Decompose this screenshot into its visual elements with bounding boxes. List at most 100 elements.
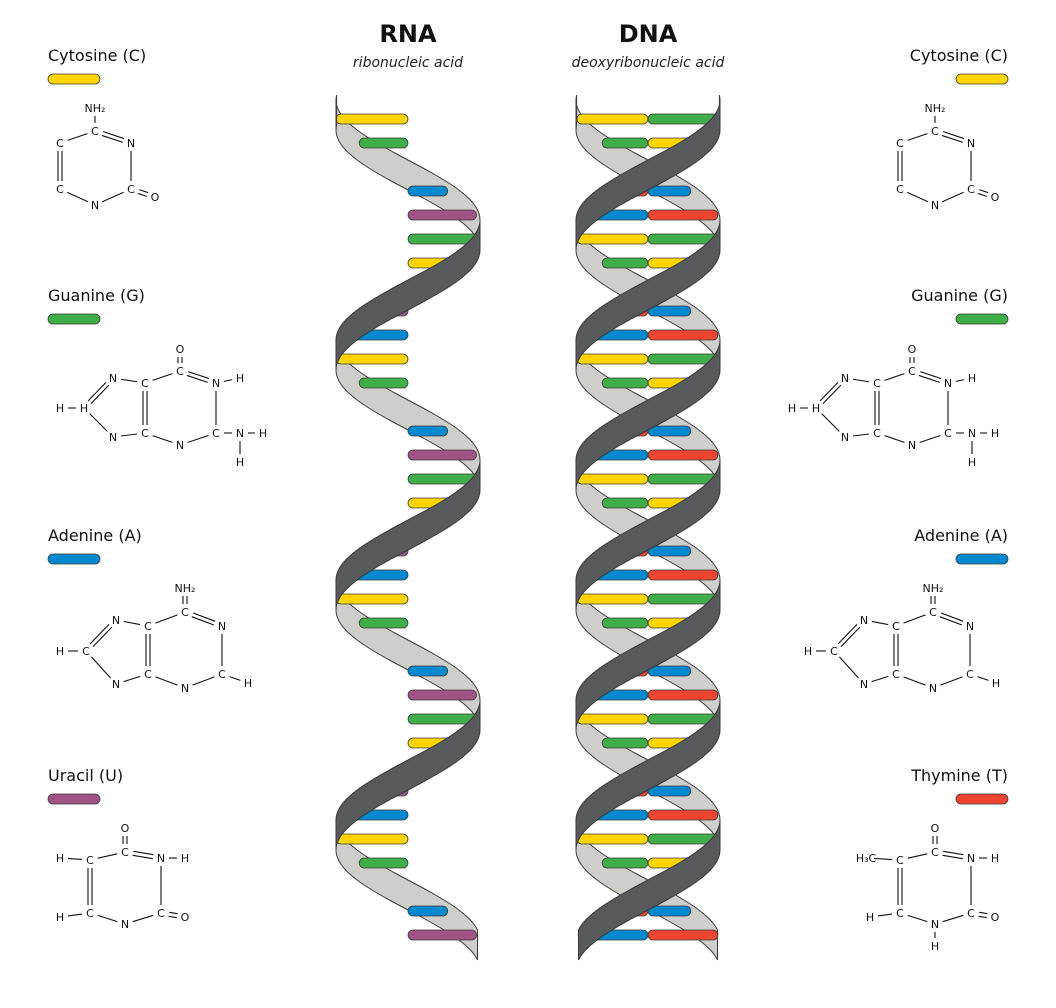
- single-bond: [155, 614, 178, 624]
- double-bond: [978, 915, 987, 919]
- double-bond: [939, 616, 963, 626]
- dna-base-G: [601, 377, 649, 389]
- dna-base-C: [576, 233, 649, 245]
- single-bond: [123, 675, 141, 683]
- rna-base-U: [407, 689, 477, 701]
- double-bond: [137, 192, 147, 197]
- atom-label: C: [896, 183, 904, 196]
- single-bond: [907, 853, 928, 859]
- atom-label: N: [218, 620, 226, 633]
- single-bond: [152, 373, 173, 381]
- atom-label: N: [931, 918, 939, 931]
- dna-base-C: [576, 833, 649, 845]
- dna-base-T: [647, 569, 719, 581]
- single-bond: [821, 413, 840, 432]
- atom-label: C: [929, 606, 937, 619]
- base-name-label: Guanine (G): [48, 286, 145, 305]
- single-bond: [223, 379, 233, 382]
- atom-label: H: [56, 852, 64, 865]
- base-name-label: Adenine (A): [914, 526, 1008, 545]
- base-color-key: [47, 793, 101, 805]
- double-bond: [101, 134, 123, 143]
- atom-label: H: [931, 940, 939, 953]
- atom-label: C: [873, 427, 881, 440]
- single-bond: [884, 373, 905, 381]
- atom-label: H: [244, 677, 252, 690]
- double-bond: [139, 189, 149, 194]
- dna-base-T: [647, 449, 719, 461]
- double-bond: [943, 850, 964, 856]
- double-bond: [943, 131, 965, 140]
- dna-base-C: [576, 713, 649, 725]
- dna-base-A: [647, 305, 692, 317]
- dna-helix: [575, 95, 721, 961]
- base-color-key: [955, 793, 1009, 805]
- atom-label: N: [841, 372, 849, 385]
- atom-label: N: [127, 137, 135, 150]
- dna-base-G: [601, 857, 649, 869]
- rna-base-C: [335, 593, 409, 605]
- atom-label: H: [804, 645, 812, 658]
- single-bond: [942, 914, 964, 923]
- atom-label: C: [86, 907, 94, 920]
- rna-base-U: [407, 929, 477, 941]
- atom-label: H: [56, 645, 64, 658]
- atom-label: H: [968, 456, 976, 469]
- atom-label: N: [966, 620, 974, 633]
- double-bond: [103, 131, 125, 140]
- dna-base-T: [647, 809, 719, 821]
- dna-base-T: [647, 329, 719, 341]
- atom-label: N: [967, 852, 975, 865]
- atom-label: C: [181, 606, 189, 619]
- double-bond: [191, 616, 215, 626]
- single-bond: [907, 133, 928, 141]
- double-bond: [979, 189, 989, 194]
- rna-base-U: [407, 209, 477, 221]
- base-color-key: [47, 313, 101, 325]
- single-bond: [955, 379, 965, 382]
- atom-label: C: [56, 137, 64, 150]
- single-bond: [838, 656, 860, 679]
- atom-label: NH₂: [175, 582, 196, 595]
- single-bond: [940, 676, 963, 686]
- atom-label: C: [157, 907, 165, 920]
- atom-label: C: [56, 183, 64, 196]
- single-bond: [187, 435, 209, 443]
- rna-backbone-front-segment: [335, 95, 338, 131]
- atom-label: H: [236, 372, 244, 385]
- rna-helix: [335, 95, 481, 961]
- dna-title: DNA: [619, 20, 678, 48]
- atom-label: N: [91, 199, 99, 212]
- double-bond: [168, 915, 177, 919]
- atom-label: C: [931, 846, 939, 859]
- base-color-key: [955, 313, 1009, 325]
- atom-label: H: [181, 852, 189, 865]
- atom-label: H₃C: [856, 852, 877, 865]
- dna-base-G: [601, 137, 649, 149]
- dna-base-T: [647, 689, 719, 701]
- atom-label: C: [121, 846, 129, 859]
- rna-base-A: [407, 905, 449, 917]
- atom-label: N: [176, 439, 184, 452]
- rna-base-U: [407, 449, 477, 461]
- dna-backbone-b-front-segment: [575, 219, 721, 371]
- dna-base-T: [647, 929, 719, 941]
- atom-label: C: [127, 183, 135, 196]
- atom-label: C: [176, 365, 184, 378]
- atom-label: NH₂: [923, 582, 944, 595]
- dna-backbone-a-front-segment: [575, 99, 721, 251]
- rna-base-C: [335, 833, 409, 845]
- single-bond: [903, 614, 926, 624]
- base-color-key: [47, 73, 101, 85]
- atom-label: H: [56, 402, 64, 415]
- dna-base-C: [576, 353, 649, 365]
- base-name-label: Uracil (U): [48, 766, 123, 785]
- double-bond: [837, 623, 858, 645]
- single-bond: [192, 676, 215, 686]
- rna-base-G: [358, 377, 409, 389]
- double-bond: [169, 911, 178, 915]
